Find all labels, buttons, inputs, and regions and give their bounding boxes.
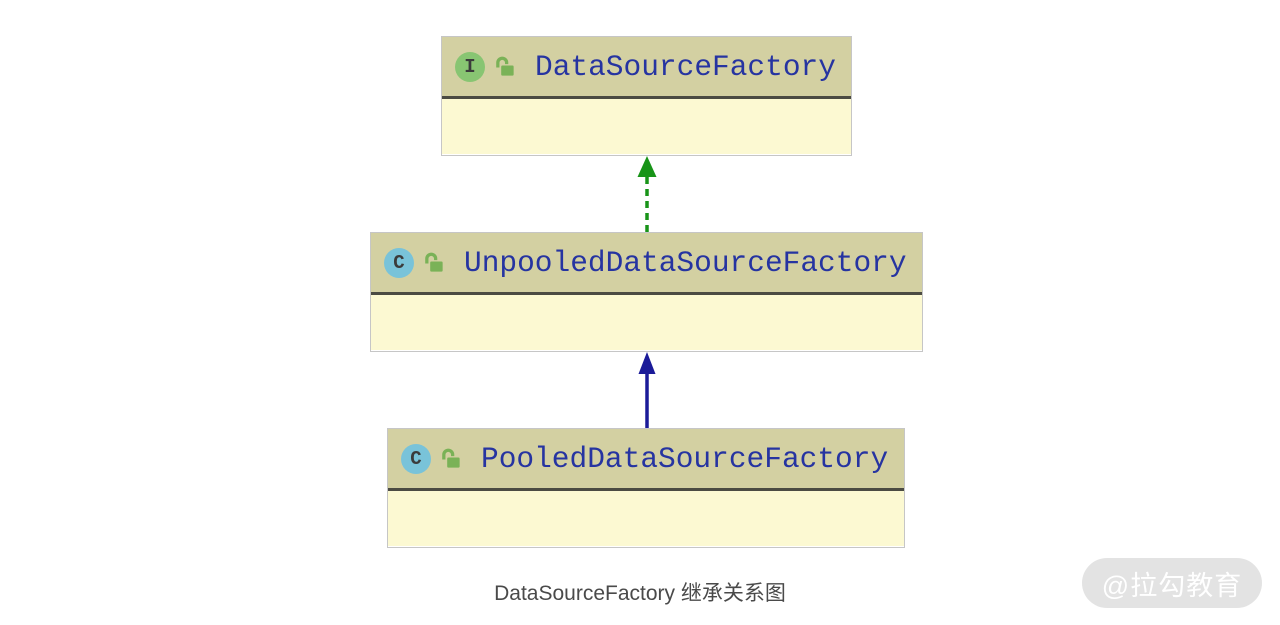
extends-arrow: [638, 352, 656, 428]
watermark-badge: @拉勾教育: [1082, 558, 1262, 608]
node-unpooleddatasourcefactory[interactable]: C UnpooledDataSourceFactory: [370, 232, 923, 352]
node-pooleddatasourcefactory[interactable]: C PooledDataSourceFactory: [387, 428, 905, 548]
node-body: [442, 99, 851, 154]
class-badge-icon: C: [384, 247, 414, 278]
interface-badge-icon: I: [455, 51, 485, 82]
node-header: C PooledDataSourceFactory: [388, 429, 904, 491]
diagram-caption: DataSourceFactory 继承关系图: [494, 582, 786, 605]
node-body: [388, 491, 904, 546]
node-body: [371, 295, 922, 350]
class-name-label: UnpooledDataSourceFactory: [464, 245, 907, 280]
unlocked-padlock-icon: [425, 252, 443, 272]
class-name-label: PooledDataSourceFactory: [481, 441, 889, 476]
node-header: C UnpooledDataSourceFactory: [371, 233, 922, 295]
node-header: I DataSourceFactory: [442, 37, 851, 99]
unlocked-padlock-icon: [442, 448, 460, 468]
unlocked-padlock-icon: [496, 56, 514, 76]
implements-arrow: [637, 156, 657, 232]
class-badge-icon: C: [401, 443, 431, 474]
class-name-label: DataSourceFactory: [535, 49, 836, 84]
node-datasourcefactory[interactable]: I DataSourceFactory: [441, 36, 852, 156]
